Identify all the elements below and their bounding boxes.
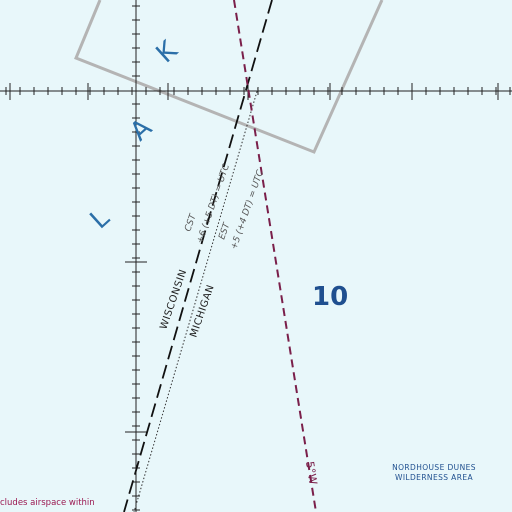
state-boundary-line bbox=[123, 0, 273, 512]
isogonic-line bbox=[233, 0, 317, 512]
area-boundary bbox=[74, 0, 384, 154]
airspace-note: cludes airspace within bbox=[0, 498, 95, 508]
max-elevation-figure: 10 bbox=[312, 282, 348, 312]
isogonic-label: 5°W bbox=[303, 460, 320, 485]
time-zone-boundary-line bbox=[133, 87, 259, 512]
area-label-line2: WILDERNESS AREA bbox=[395, 473, 473, 482]
area-label-line1: NORDHOUSE DUNES bbox=[392, 463, 476, 472]
